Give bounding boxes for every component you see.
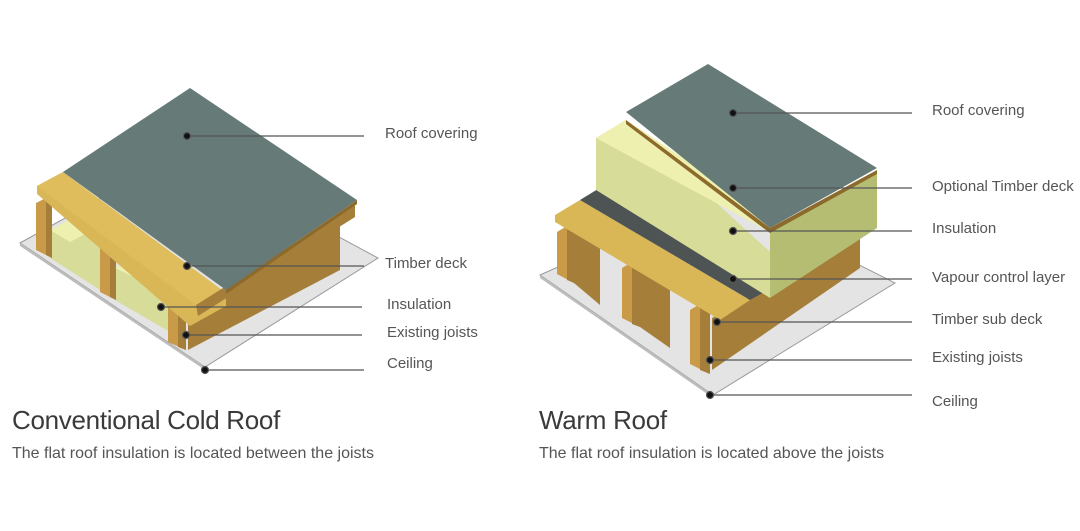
cold-roof-subtitle: The flat roof insulation is located betw… bbox=[12, 445, 374, 462]
warm-label-vapour-control-layer: Vapour control layer bbox=[932, 269, 1066, 286]
warm-vapour-control-layer bbox=[580, 189, 768, 300]
warm-insulation-front bbox=[596, 120, 770, 298]
cold-right-joist-side bbox=[188, 222, 340, 350]
cold-label-ceiling: Ceiling bbox=[387, 355, 433, 372]
cold-leader-lines bbox=[156, 131, 364, 375]
cold-label-insulation: Insulation bbox=[387, 296, 452, 313]
warm-label-timber-sub-deck: Timber sub deck bbox=[932, 311, 1043, 328]
cold-label-roof-covering: Roof covering bbox=[385, 125, 478, 142]
warm-label-ceiling: Ceiling bbox=[932, 393, 978, 410]
warm-roof-subtitle: The flat roof insulation is located abov… bbox=[539, 445, 885, 462]
warm-roof-illustration bbox=[538, 64, 912, 400]
warm-label-roof-covering: Roof covering bbox=[932, 102, 1025, 119]
warm-insulation-side bbox=[770, 172, 877, 298]
warm-timber-sub-deck bbox=[555, 200, 750, 320]
cold-roof-illustration bbox=[19, 88, 379, 375]
warm-label-insulation: Insulation bbox=[932, 220, 997, 237]
warm-optional-timber-deck bbox=[626, 120, 877, 233]
warm-label-optional-timber-deck: Optional Timber deck bbox=[932, 178, 1074, 195]
warm-timber-sub-deck-side bbox=[712, 232, 860, 370]
cold-roof-title: Conventional Cold Roof bbox=[12, 405, 281, 435]
warm-roof-title: Warm Roof bbox=[539, 405, 667, 435]
warm-leader-lines bbox=[705, 108, 912, 400]
cold-roof-covering bbox=[63, 88, 357, 290]
warm-label-existing-joists: Existing joists bbox=[932, 349, 1023, 366]
cold-label-timber-deck: Timber deck bbox=[385, 255, 467, 272]
cold-label-existing-joists: Existing joists bbox=[387, 324, 478, 341]
warm-roof-covering bbox=[626, 64, 877, 228]
